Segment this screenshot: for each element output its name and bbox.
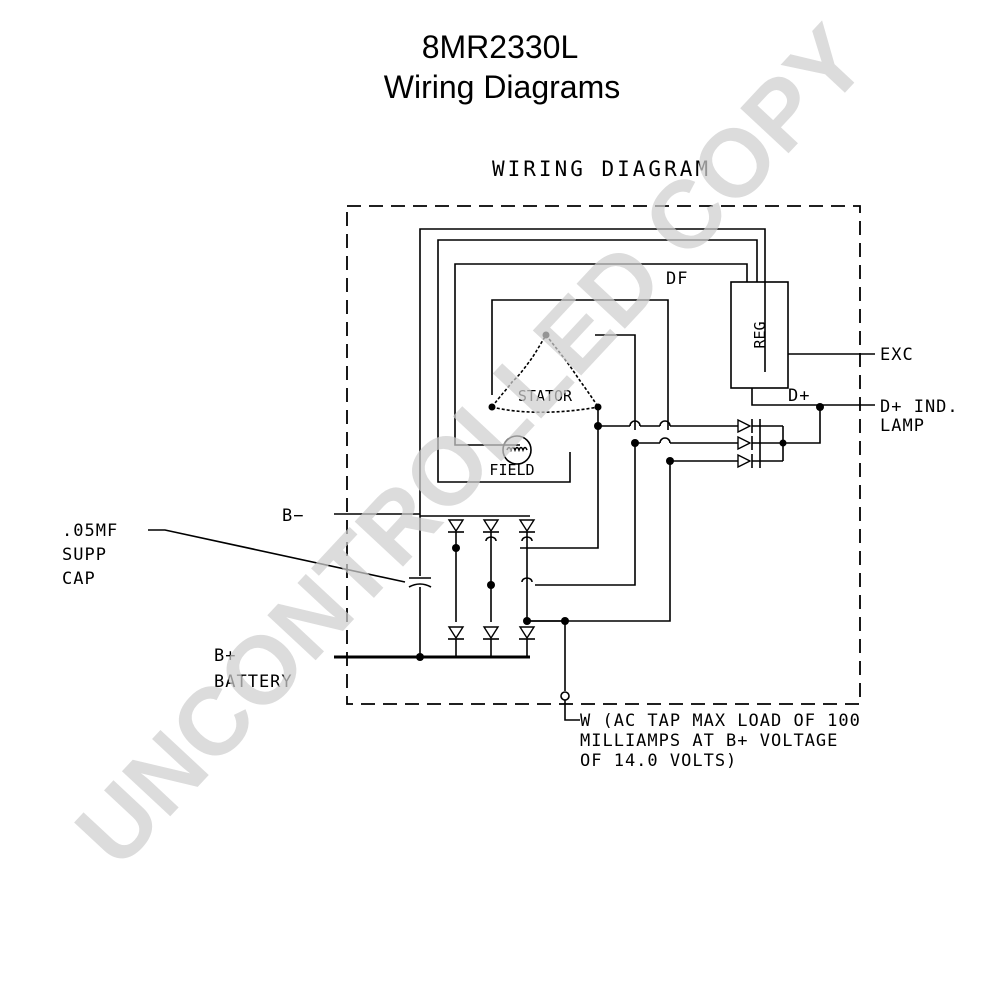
- w-tap-label-line2: MILLIAMPS AT B+ VOLTAGE: [580, 731, 838, 751]
- w-tap-lead: [527, 617, 580, 721]
- b-plus-label-line1: B+: [214, 646, 236, 666]
- df-label: DF: [666, 269, 688, 289]
- diagram-heading: WIRING DIAGRAM: [492, 157, 711, 181]
- d-plus-label: D+: [788, 386, 810, 406]
- regulator-box[interactable]: [730, 281, 789, 389]
- stator-label: STATOR: [518, 387, 573, 405]
- cap-leader-line: [148, 529, 406, 583]
- cap-label-line1: .05MF: [62, 521, 118, 541]
- b-plus-junction-dot: [416, 653, 424, 661]
- regulator-label: REG: [751, 321, 769, 348]
- field-label: FIELD: [489, 461, 534, 479]
- phase-leads: [520, 407, 738, 622]
- d-plus-lamp-label-line2: LAMP: [880, 416, 925, 436]
- d-plus-lead: [751, 388, 875, 406]
- stator-winding[interactable]: [488, 331, 602, 414]
- w-tap-label-line1: W (AC TAP MAX LOAD OF 100: [580, 711, 861, 731]
- cap-label-line2: SUPP: [62, 545, 107, 565]
- suppression-capacitor[interactable]: [408, 520, 432, 657]
- alternator-housing-outline: [346, 205, 861, 705]
- d-plus-lamp-label-line1: D+ IND.: [880, 397, 959, 417]
- page-title: Wiring Diagrams: [384, 69, 620, 105]
- rectifier-bridge[interactable]: [420, 515, 536, 657]
- uncontrolled-copy-watermark: UNCONTROLLED COPY: [56, 6, 887, 886]
- b-minus-label: B−: [282, 506, 304, 526]
- exc-label: EXC: [880, 345, 914, 365]
- field-winding[interactable]: [502, 435, 532, 465]
- w-tap-label-line3: OF 14.0 VOLTS): [580, 751, 737, 771]
- b-plus-label-line2: BATTERY: [214, 672, 293, 692]
- loop-conductors: [419, 228, 766, 520]
- cap-label-line3: CAP: [62, 569, 96, 589]
- exciter-diodes[interactable]: [737, 407, 821, 469]
- model-number: 8MR2330L: [422, 29, 579, 65]
